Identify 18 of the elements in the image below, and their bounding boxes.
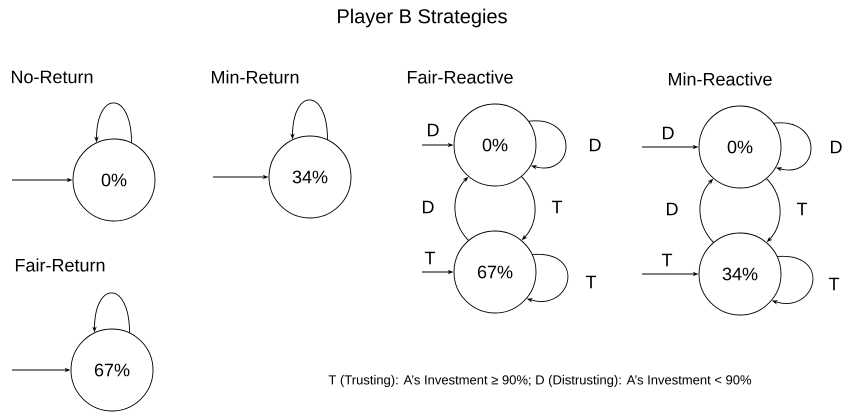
edge-label: T [424,250,436,266]
edge-label: T [796,202,808,216]
footnote: T (Trusting): A’s Investment ≥ 90%; D (Distrusting): A’s Investment < 90% [328,374,752,388]
edge-label: T [584,274,598,290]
edge-label: D [660,126,676,140]
self-loop-arrow [528,120,566,170]
edge-label: D [426,122,440,138]
edge-label: D [664,202,680,216]
edge-label: D [588,138,602,152]
edge-label: T [828,276,840,292]
self-loop-arrow [774,122,812,172]
edge-label: D [828,140,844,154]
edge-label: T [550,200,564,214]
strategy-heading: Min-Return [212,70,298,84]
strategy-heading: Fair-Return [16,258,104,272]
edge-label: T [660,252,674,268]
edge-label: D [420,200,436,214]
title: Player B Strategies [338,8,507,28]
